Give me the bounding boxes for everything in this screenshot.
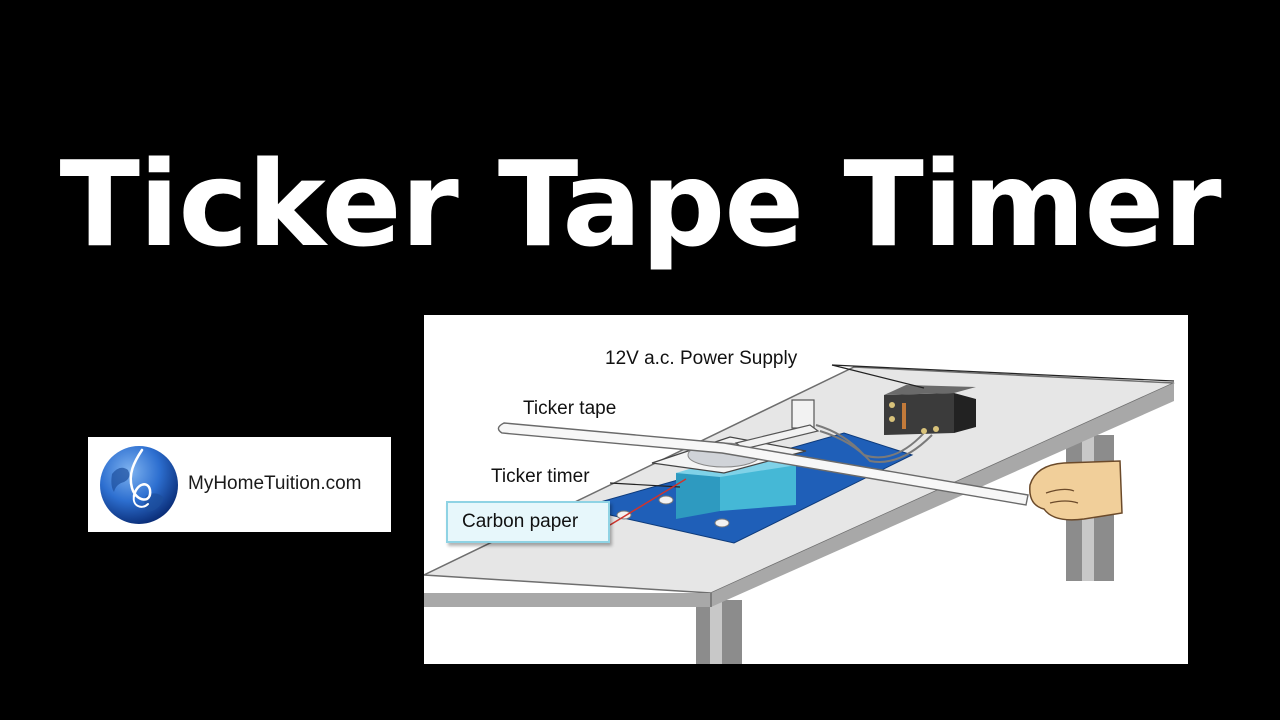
- leader-ticker-timer: [609, 482, 681, 488]
- logo: MyHomeTuition.com: [88, 437, 391, 532]
- label-ticker-timer: Ticker timer: [491, 466, 590, 487]
- base-feet: [616, 495, 730, 528]
- timer-post: [791, 399, 815, 429]
- table-edge: [424, 383, 1174, 607]
- ticker-timer-diagram: 12V a.c. Power Supply Ticker tape Ticker…: [424, 315, 1188, 664]
- leader-power-supply: [831, 364, 925, 389]
- hand: [1029, 460, 1123, 521]
- power-supply-box: [884, 385, 976, 435]
- globe-icon: [100, 446, 178, 524]
- diagram-drawing: [424, 364, 1175, 664]
- table-leg-front: [696, 600, 742, 664]
- power-wires: [815, 424, 933, 463]
- label-power-supply: 12V a.c. Power Supply: [605, 348, 798, 369]
- leader-carbon-paper: [609, 478, 687, 526]
- ticker-tape: [497, 422, 1029, 506]
- page-title: Ticker Tape Timer: [59, 135, 1221, 274]
- label-ticker-tape: Ticker tape: [523, 398, 617, 419]
- leader-power-supply-top: [831, 364, 1175, 382]
- label-carbon-paper: Carbon paper: [446, 501, 610, 543]
- logo-text: MyHomeTuition.com: [188, 473, 362, 494]
